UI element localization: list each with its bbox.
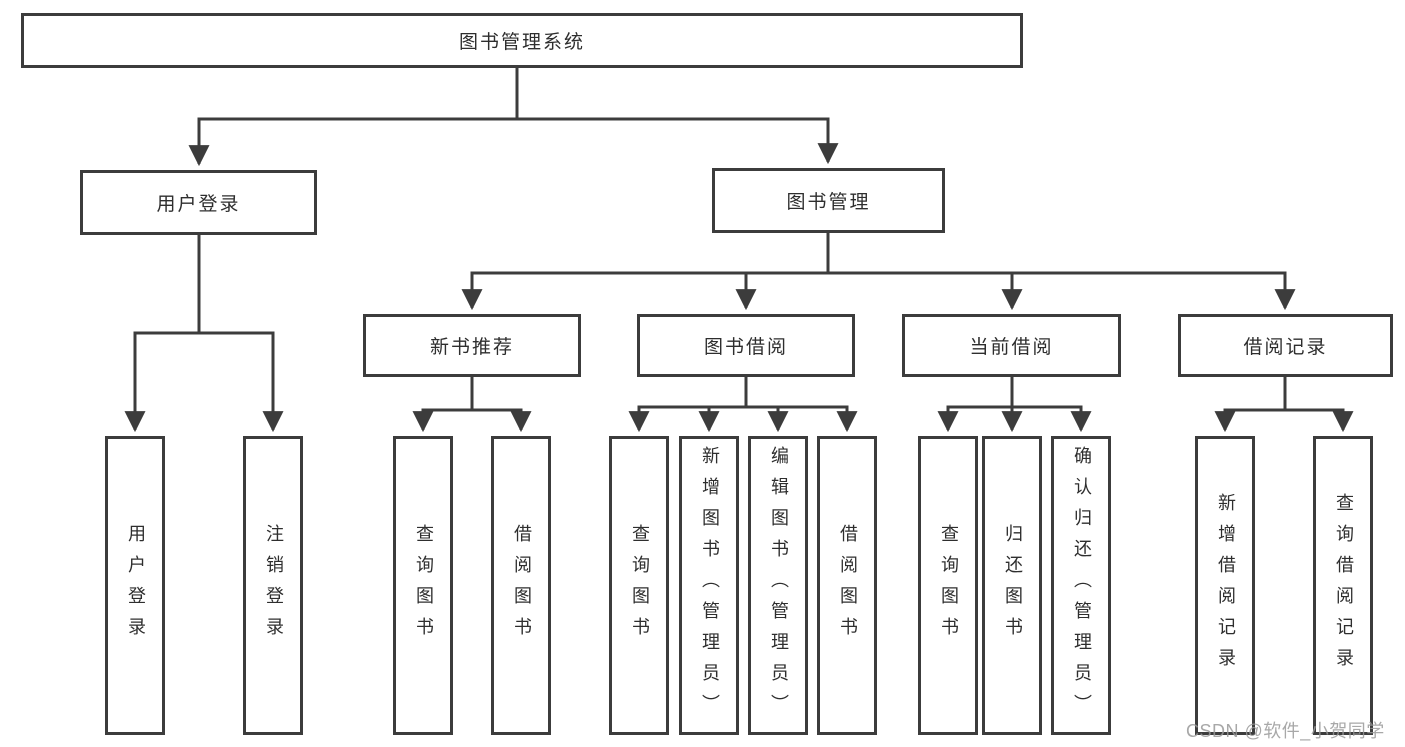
node-current-borrow: 当前借阅 [902, 314, 1121, 377]
watermark-text: CSDN @软件_小贺同学 [1186, 721, 1385, 741]
node-user-login: 用户登录 [80, 170, 317, 235]
leaf-query-book-recommend: 查询图书 [393, 436, 453, 735]
node-book-borrow: 图书借阅 [637, 314, 855, 377]
node-new-book-recommend: 新书推荐 [363, 314, 581, 377]
leaf-borrow-book: 借阅图书 [817, 436, 877, 735]
leaf-add-borrow-record: 新增借阅记录 [1195, 436, 1255, 735]
leaf-confirm-return-admin: 确认归还（管理员） [1051, 436, 1111, 735]
leaf-user-login: 用户登录 [105, 436, 165, 735]
leaf-query-borrow-record: 查询借阅记录 [1313, 436, 1373, 735]
leaf-edit-book-admin: 编辑图书（管理员） [748, 436, 808, 735]
leaf-return-book: 归还图书 [982, 436, 1042, 735]
node-root-system: 图书管理系统 [21, 13, 1023, 68]
leaf-query-book-current: 查询图书 [918, 436, 978, 735]
node-borrow-record: 借阅记录 [1178, 314, 1393, 377]
leaf-query-book-borrow: 查询图书 [609, 436, 669, 735]
node-book-management: 图书管理 [712, 168, 945, 233]
leaf-borrow-book-recommend: 借阅图书 [491, 436, 551, 735]
leaf-add-book-admin: 新增图书（管理员） [679, 436, 739, 735]
leaf-logout: 注销登录 [243, 436, 303, 735]
